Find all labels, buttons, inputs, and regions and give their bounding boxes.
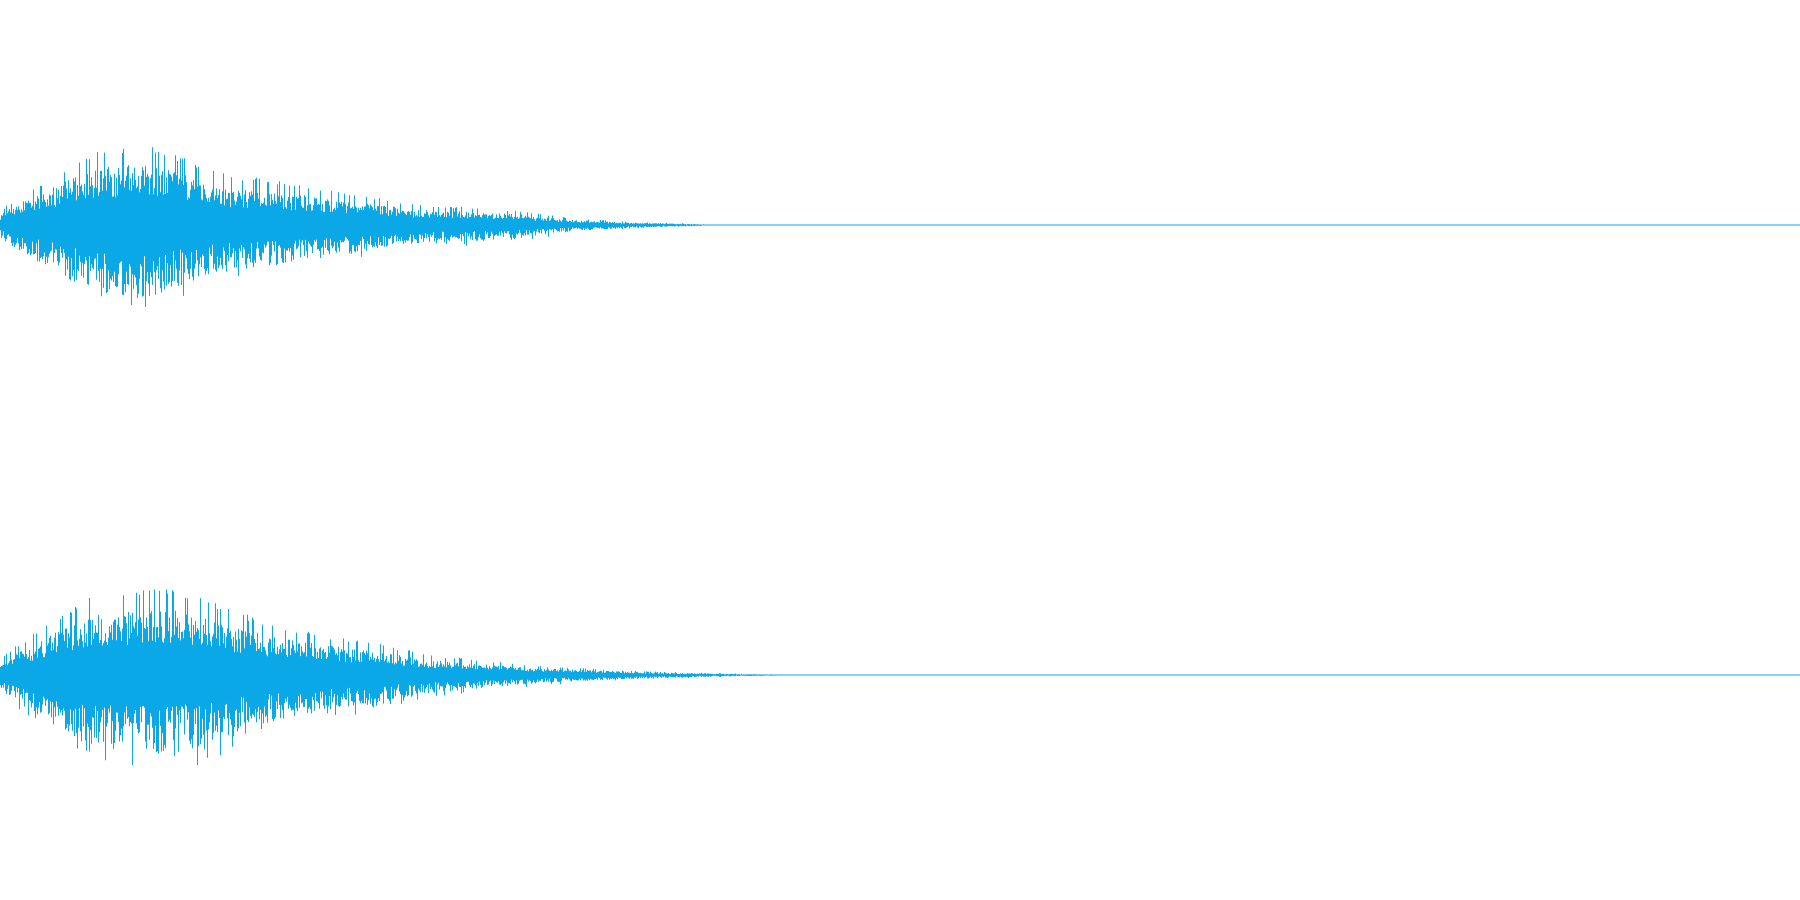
waveform-signal	[0, 147, 719, 307]
waveform-signal	[0, 589, 807, 765]
waveform-channel-2	[0, 589, 1800, 765]
waveform-channel-1	[0, 147, 1800, 307]
